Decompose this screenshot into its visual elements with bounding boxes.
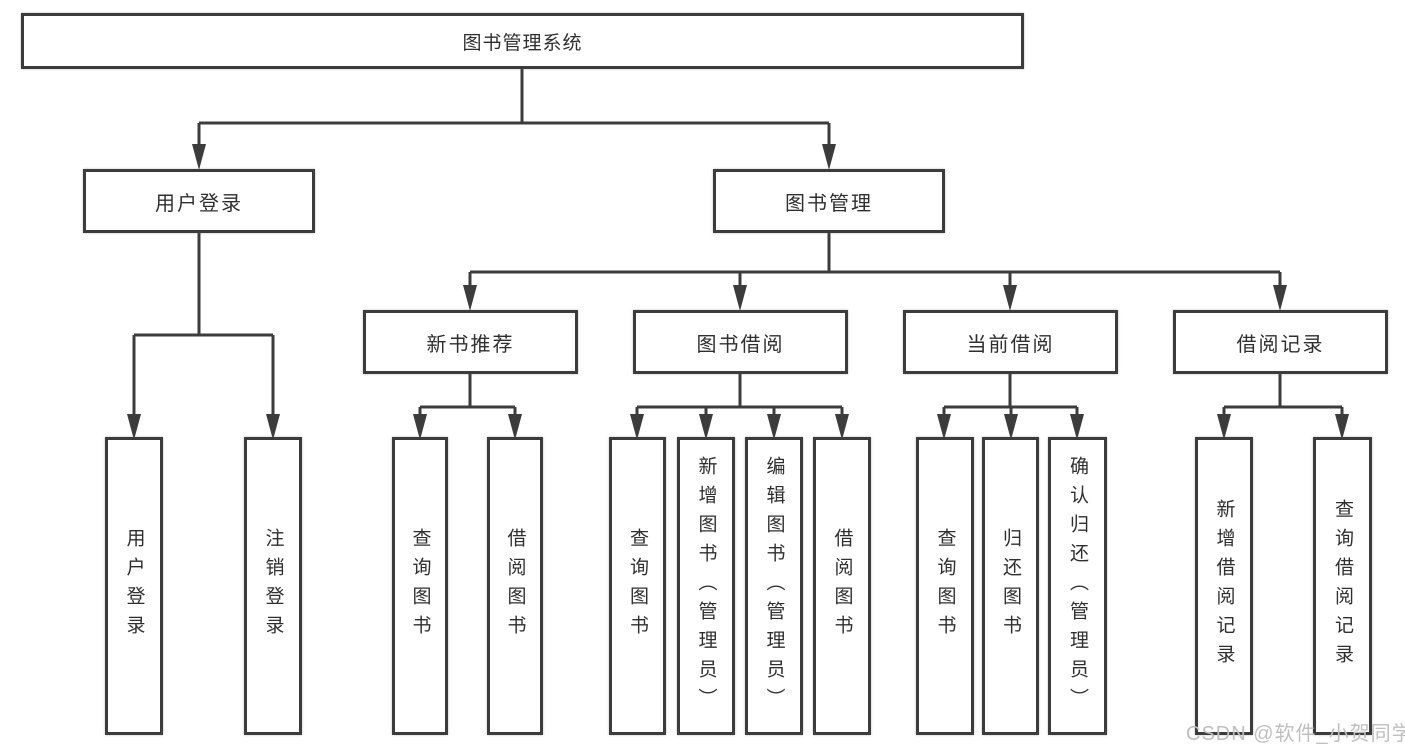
arrowhead	[822, 144, 836, 170]
node-current-borrow: 当前借阅	[903, 310, 1118, 374]
node-label: 新书推荐	[426, 333, 515, 356]
arrowhead	[1217, 414, 1231, 440]
node-label: 图书管理	[785, 192, 873, 215]
arrowhead	[508, 414, 522, 440]
leaf-edit-books-admin: 编辑图书（管理员）	[745, 437, 803, 735]
arrowhead	[1273, 285, 1287, 311]
arrowhead	[266, 414, 280, 440]
leaf-query-books-1: 查询图书	[392, 437, 448, 735]
node-system-root: 图书管理系统	[21, 13, 1024, 69]
node-label: 归还图书	[1000, 528, 1021, 644]
arrowhead	[463, 285, 477, 311]
node-label: 图书管理系统	[462, 32, 583, 54]
node-label: 图书借阅	[696, 333, 785, 356]
leaf-return-books: 归还图书	[982, 437, 1039, 735]
csdn-watermark: CSDN @软件_小贺同学	[1186, 723, 1405, 745]
arrowhead	[1335, 414, 1349, 440]
node-user-login-branch: 用户登录	[83, 169, 315, 233]
arrowheads	[127, 144, 1349, 440]
node-label: 借阅记录	[1236, 333, 1325, 356]
arrowhead	[699, 414, 713, 440]
node-label: 新增借阅记录	[1213, 499, 1235, 673]
node-label: 查询图书	[934, 528, 956, 644]
node-label: 新增图书（管理员）	[695, 455, 717, 717]
node-label: 用户登录	[155, 192, 243, 215]
arrowhead	[1003, 285, 1017, 311]
arrowhead	[1070, 414, 1084, 440]
arrowhead	[630, 414, 644, 440]
leaf-add-books-admin: 新增图书（管理员）	[677, 437, 735, 735]
arrowhead	[1004, 414, 1018, 440]
arrowhead	[192, 144, 206, 170]
arrowhead	[733, 285, 747, 311]
leaf-user-login: 用户登录	[105, 437, 163, 735]
arrowhead	[127, 414, 141, 440]
node-new-book-recommend: 新书推荐	[363, 310, 578, 374]
connector-path	[132, 69, 1344, 418]
leaf-add-borrow-record: 新增借阅记录	[1195, 437, 1253, 735]
node-label: 确认归还（管理员）	[1067, 455, 1088, 717]
arrowhead	[413, 414, 427, 440]
node-label: 借阅图书	[504, 528, 526, 644]
arrowhead	[937, 414, 951, 440]
arrowhead	[767, 414, 781, 440]
node-label: 用户登录	[123, 528, 145, 644]
node-label: 当前借阅	[966, 333, 1055, 356]
arrowhead	[835, 414, 849, 440]
node-label: 借阅图书	[831, 528, 853, 644]
node-label: 查询图书	[409, 528, 431, 644]
leaf-query-books-2: 查询图书	[609, 437, 666, 735]
leaf-borrow-books-1: 借阅图书	[487, 437, 543, 735]
node-borrow-records: 借阅记录	[1173, 310, 1388, 374]
node-label: 注销登录	[262, 528, 284, 644]
node-label: 查询借阅记录	[1332, 499, 1353, 673]
leaf-logout: 注销登录	[244, 437, 302, 735]
leaf-query-borrow-record: 查询借阅记录	[1313, 437, 1372, 735]
leaf-borrow-books-2: 借阅图书	[813, 437, 871, 735]
node-book-management: 图书管理	[713, 169, 945, 233]
node-label: 编辑图书（管理员）	[763, 455, 785, 717]
leaf-query-books-3: 查询图书	[916, 437, 974, 735]
node-book-borrow: 图书借阅	[633, 310, 848, 374]
node-label: 查询图书	[627, 528, 648, 644]
leaf-confirm-return-admin: 确认归还（管理员）	[1048, 437, 1107, 735]
